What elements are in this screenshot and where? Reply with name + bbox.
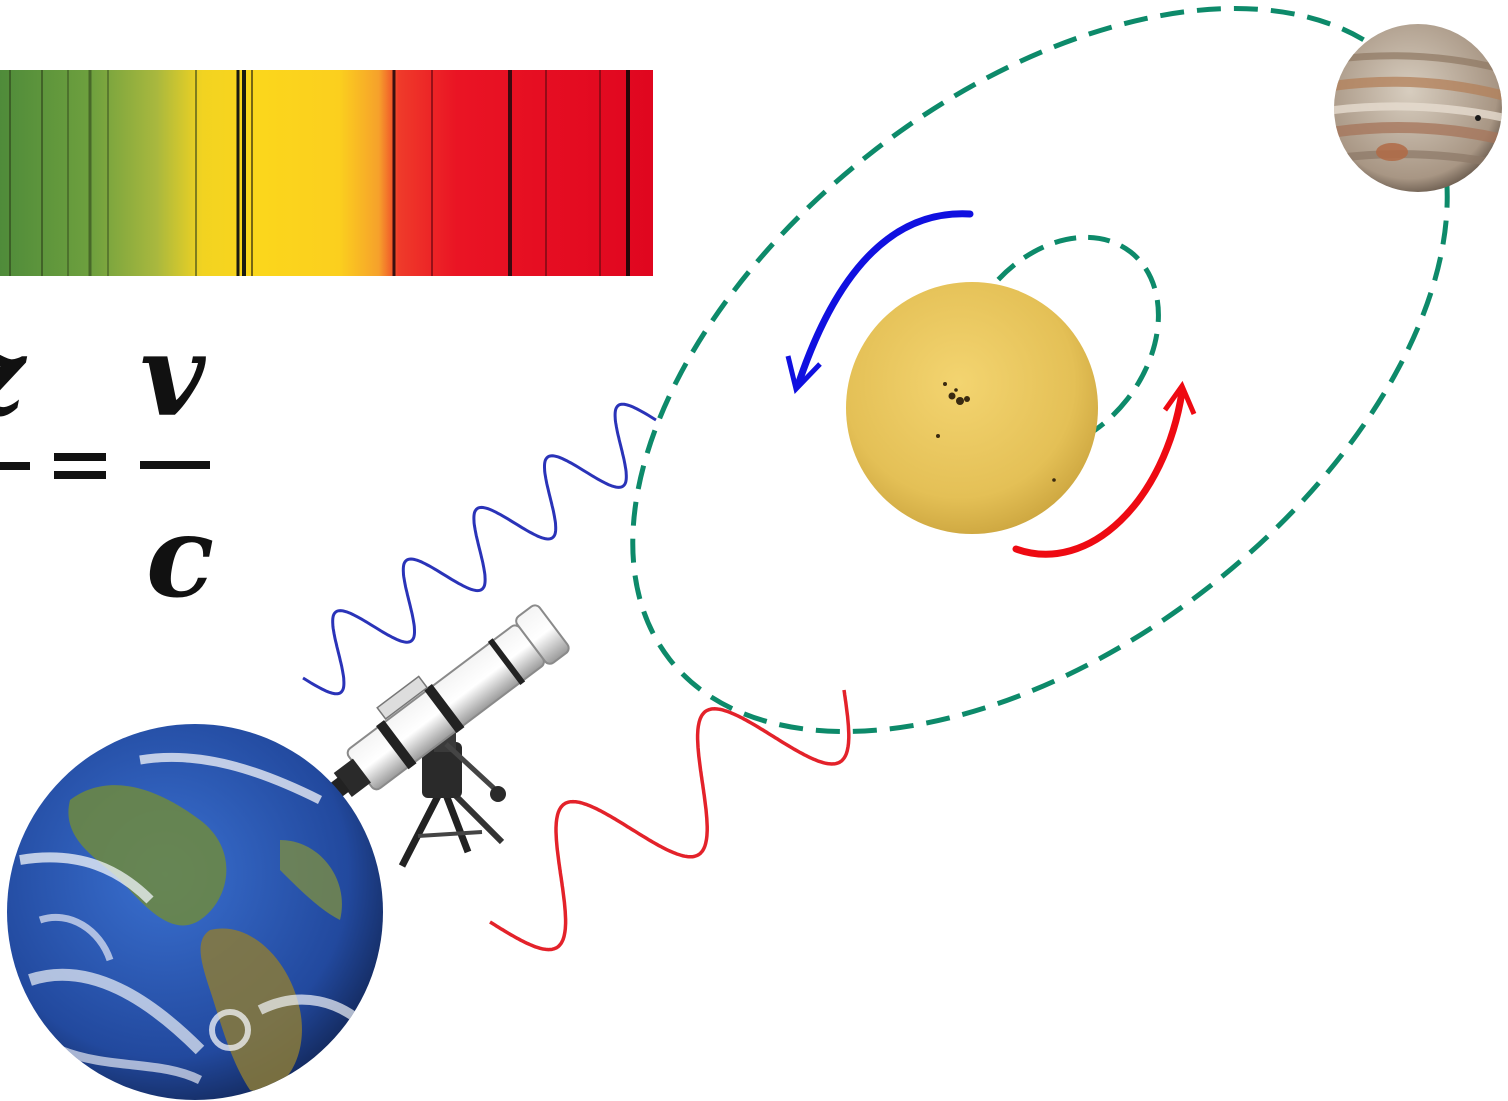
sun-icon (846, 282, 1098, 534)
left-fraction-bar (0, 462, 30, 470)
equation-denominator: c (146, 492, 214, 623)
doppler-equation: z v c (0, 311, 214, 623)
telescope-icon (322, 604, 570, 868)
equation-numerator: v (140, 311, 207, 442)
red-wave (489, 689, 851, 952)
equals-sign-bottom (54, 471, 106, 479)
equation-left-partial: z (0, 312, 28, 438)
blueshift-arrowhead (785, 355, 822, 395)
redshift-arrow (1012, 388, 1186, 558)
blueshift-arrow (794, 210, 974, 389)
fraction-bar (140, 461, 210, 469)
spectrum-strip (0, 70, 653, 276)
blue-wave (302, 402, 657, 696)
redshift-arrowhead (1162, 380, 1197, 415)
jupiter-icon (1334, 24, 1502, 192)
equals-sign-top (54, 453, 106, 461)
earth-icon (7, 724, 383, 1100)
